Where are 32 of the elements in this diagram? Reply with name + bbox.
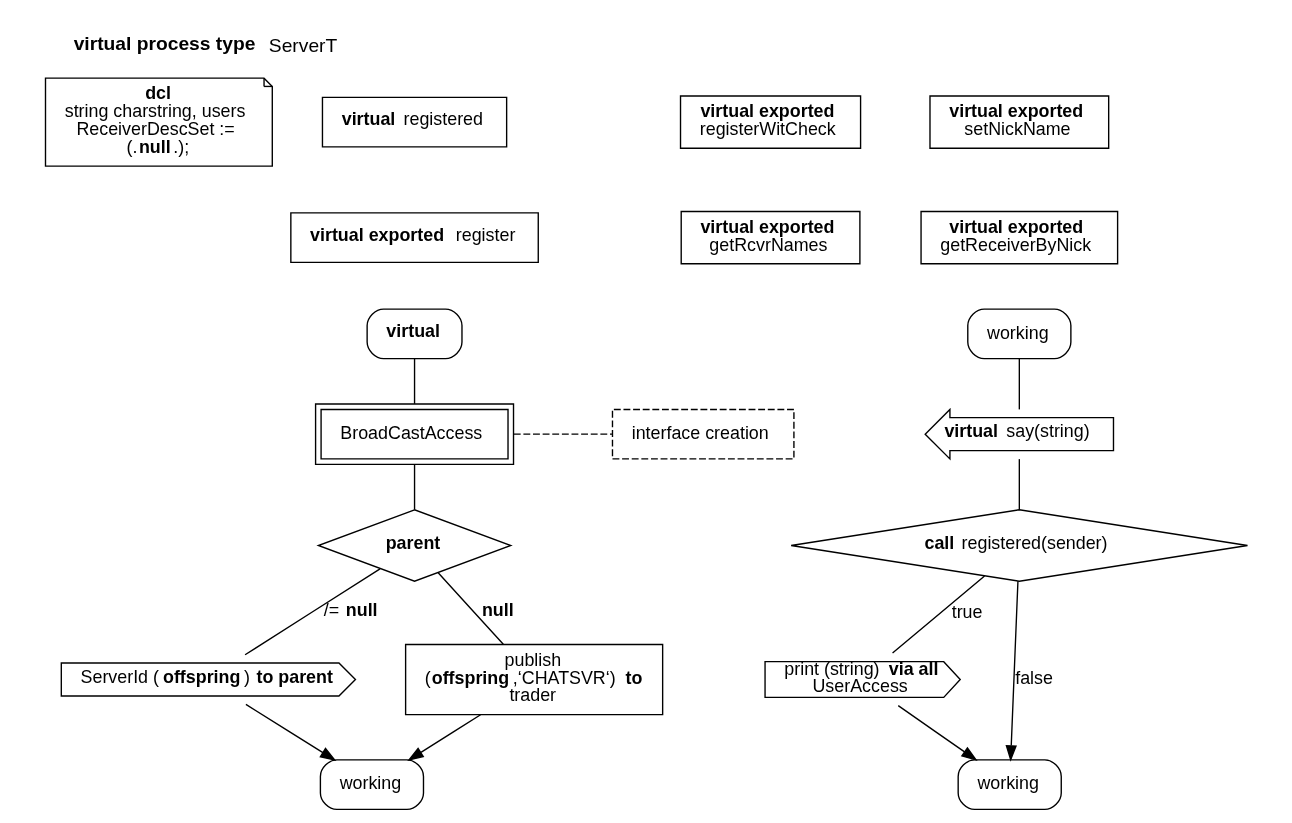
node-box: virtual exported registerWitCheck [679, 95, 861, 149]
edge-label: false [1014, 668, 1053, 689]
connector [1018, 358, 1020, 411]
node-diamond: call registered(sender) [790, 509, 1248, 582]
connector [512, 433, 613, 435]
edge-label: null [481, 600, 514, 621]
arrow [897, 705, 978, 761]
edge-label: true [951, 601, 982, 622]
connector [891, 575, 985, 654]
node-box: virtual exported register [289, 212, 539, 264]
connector [413, 463, 415, 511]
node-box: BroadCastAccess [314, 403, 514, 466]
node-box: virtual exported getRcvrNames [680, 210, 861, 265]
node-box: virtual exported setNickName [928, 95, 1109, 149]
edge-label: /= null [323, 600, 378, 621]
node-box: publish (offspring,‘CHATSVR‘) to trader [404, 643, 663, 716]
node-box: virtual exported getReceiverByNick [919, 210, 1118, 265]
diagram-title: virtual process type ServerT [73, 33, 337, 56]
node-box: working [957, 759, 1062, 811]
node-box: interface creation [611, 408, 795, 460]
node-box: virtual [365, 308, 463, 360]
connector [413, 358, 415, 405]
node-diamond: parent [315, 509, 513, 582]
arrow [244, 703, 336, 761]
node-box: working [319, 759, 424, 811]
node-box: working [966, 308, 1072, 360]
connector [243, 568, 381, 656]
connector [1018, 458, 1020, 511]
arrow [406, 714, 481, 761]
arrow [1005, 580, 1019, 762]
node-box: virtual registered [321, 96, 507, 148]
connector [437, 572, 504, 645]
